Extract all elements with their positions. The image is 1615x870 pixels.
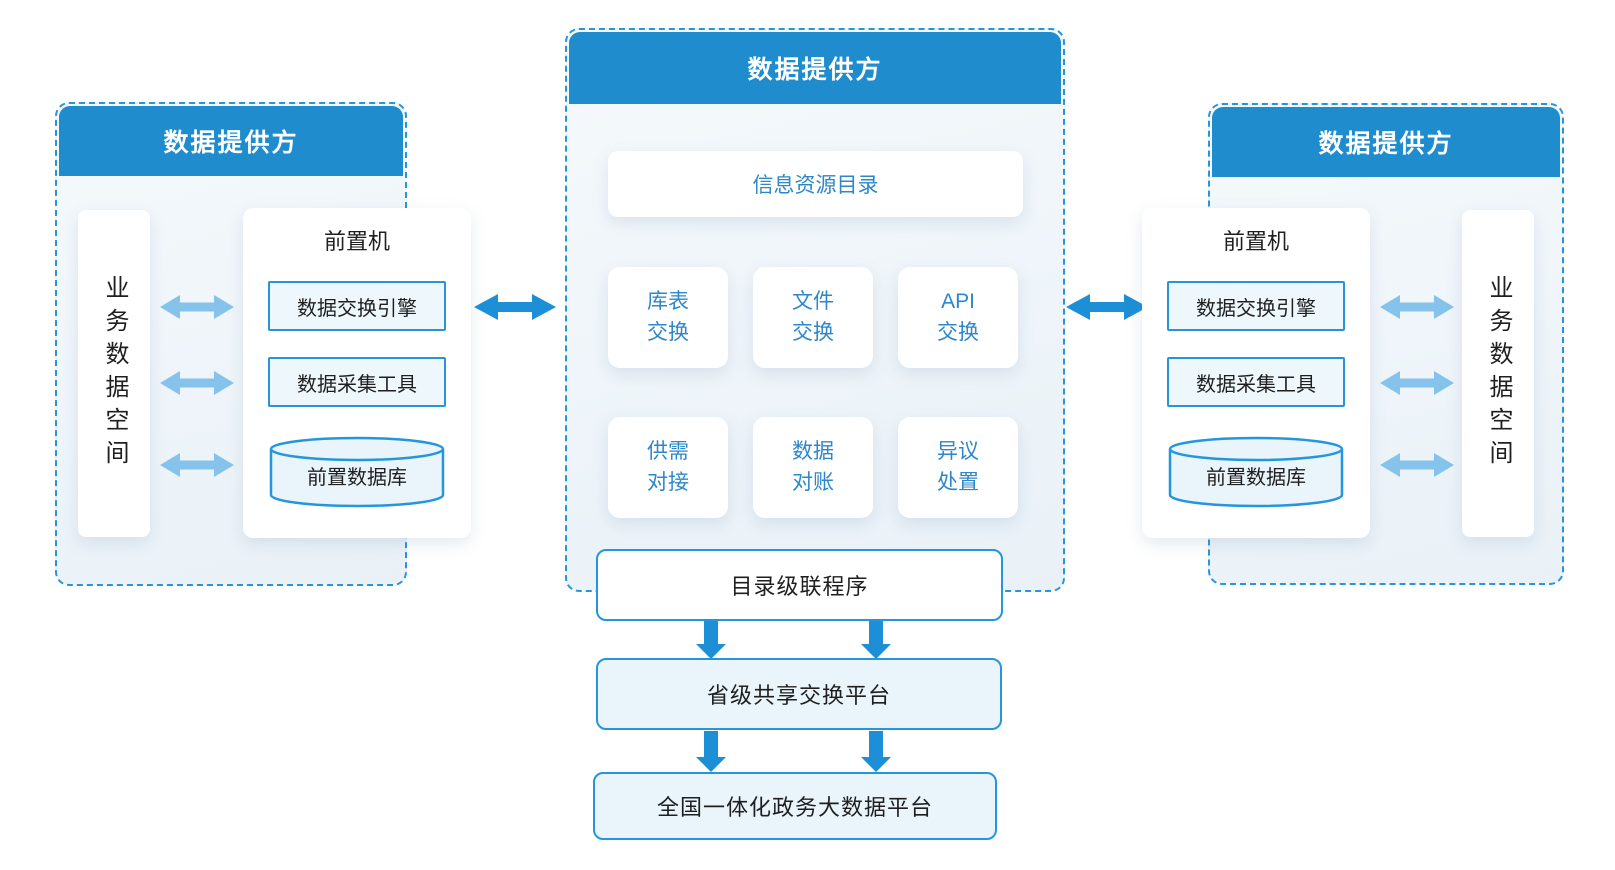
province-platform-box: 省级共享交换平台 bbox=[596, 658, 1002, 730]
right-front-database-cylinder: 前置数据库 bbox=[1167, 435, 1345, 509]
national-platform-box: 全国一体化政务大数据平台 bbox=[593, 772, 997, 840]
down-arrow-icon bbox=[696, 731, 726, 772]
right-front-machine-box: 前置机 数据交换引擎 数据采集工具 前置数据库 bbox=[1142, 208, 1370, 538]
function-box-supply-demand: 供需 对接 bbox=[608, 417, 728, 518]
right-exchange-engine-box: 数据交换引擎 bbox=[1167, 281, 1345, 331]
bidirectional-arrow-icon bbox=[1380, 453, 1454, 477]
info-resource-catalog-label: 信息资源目录 bbox=[752, 174, 879, 197]
left-collect-tool-box: 数据采集工具 bbox=[268, 357, 446, 407]
right-front-database-label: 前置数据库 bbox=[1206, 467, 1306, 489]
right-business-data-space-box: 业务数据空间 bbox=[1462, 210, 1534, 537]
bidirectional-arrow-icon bbox=[160, 295, 234, 319]
down-arrow-icon bbox=[696, 621, 726, 659]
left-front-database-label: 前置数据库 bbox=[307, 467, 407, 489]
center-provider-title: 数据提供方 bbox=[747, 56, 883, 84]
right-front-machine-title: 前置机 bbox=[1222, 229, 1289, 254]
left-front-machine-box: 前置机 数据交换引擎 数据采集工具 前置数据库 bbox=[243, 208, 471, 538]
left-provider-header: 数据提供方 bbox=[59, 106, 403, 176]
left-provider-title: 数据提供方 bbox=[163, 129, 299, 157]
right-collect-tool-box: 数据采集工具 bbox=[1167, 357, 1345, 407]
national-platform-label: 全国一体化政务大数据平台 bbox=[656, 795, 933, 820]
left-business-data-space-box: 业务数据空间 bbox=[78, 210, 150, 537]
bidirectional-arrow-icon bbox=[1380, 371, 1454, 395]
info-resource-catalog-box: 信息资源目录 bbox=[608, 151, 1023, 217]
left-business-data-space-label: 业务数据空间 bbox=[101, 274, 128, 473]
bidirectional-arrow-icon bbox=[160, 371, 234, 395]
right-provider-header: 数据提供方 bbox=[1212, 107, 1560, 177]
function-box-dispute-handling: 异议 处置 bbox=[898, 417, 1018, 518]
bidirectional-arrow-icon bbox=[474, 294, 556, 320]
down-arrow-icon bbox=[861, 731, 891, 772]
left-front-machine-title: 前置机 bbox=[323, 229, 390, 254]
bidirectional-arrow-icon bbox=[1066, 294, 1148, 320]
province-platform-label: 省级共享交换平台 bbox=[706, 683, 891, 708]
down-arrow-icon bbox=[861, 621, 891, 659]
bidirectional-arrow-icon bbox=[160, 453, 234, 477]
catalog-cascade-label: 目录级联程序 bbox=[730, 574, 869, 599]
catalog-cascade-box: 目录级联程序 bbox=[596, 549, 1003, 621]
right-provider-title: 数据提供方 bbox=[1318, 130, 1454, 158]
left-front-database-cylinder: 前置数据库 bbox=[268, 435, 446, 509]
center-provider-header: 数据提供方 bbox=[569, 32, 1061, 104]
function-box-table-exchange: 库表 交换 bbox=[608, 267, 728, 368]
bidirectional-arrow-icon bbox=[1380, 295, 1454, 319]
database-cylinder-icon bbox=[1168, 436, 1344, 508]
left-exchange-engine-box: 数据交换引擎 bbox=[268, 281, 446, 331]
function-box-data-reconciliation: 数据 对账 bbox=[753, 417, 873, 518]
right-business-data-space-label: 业务数据空间 bbox=[1485, 274, 1512, 473]
database-cylinder-icon bbox=[269, 436, 445, 508]
function-box-api-exchange: API 交换 bbox=[898, 267, 1018, 368]
function-box-file-exchange: 文件 交换 bbox=[753, 267, 873, 368]
